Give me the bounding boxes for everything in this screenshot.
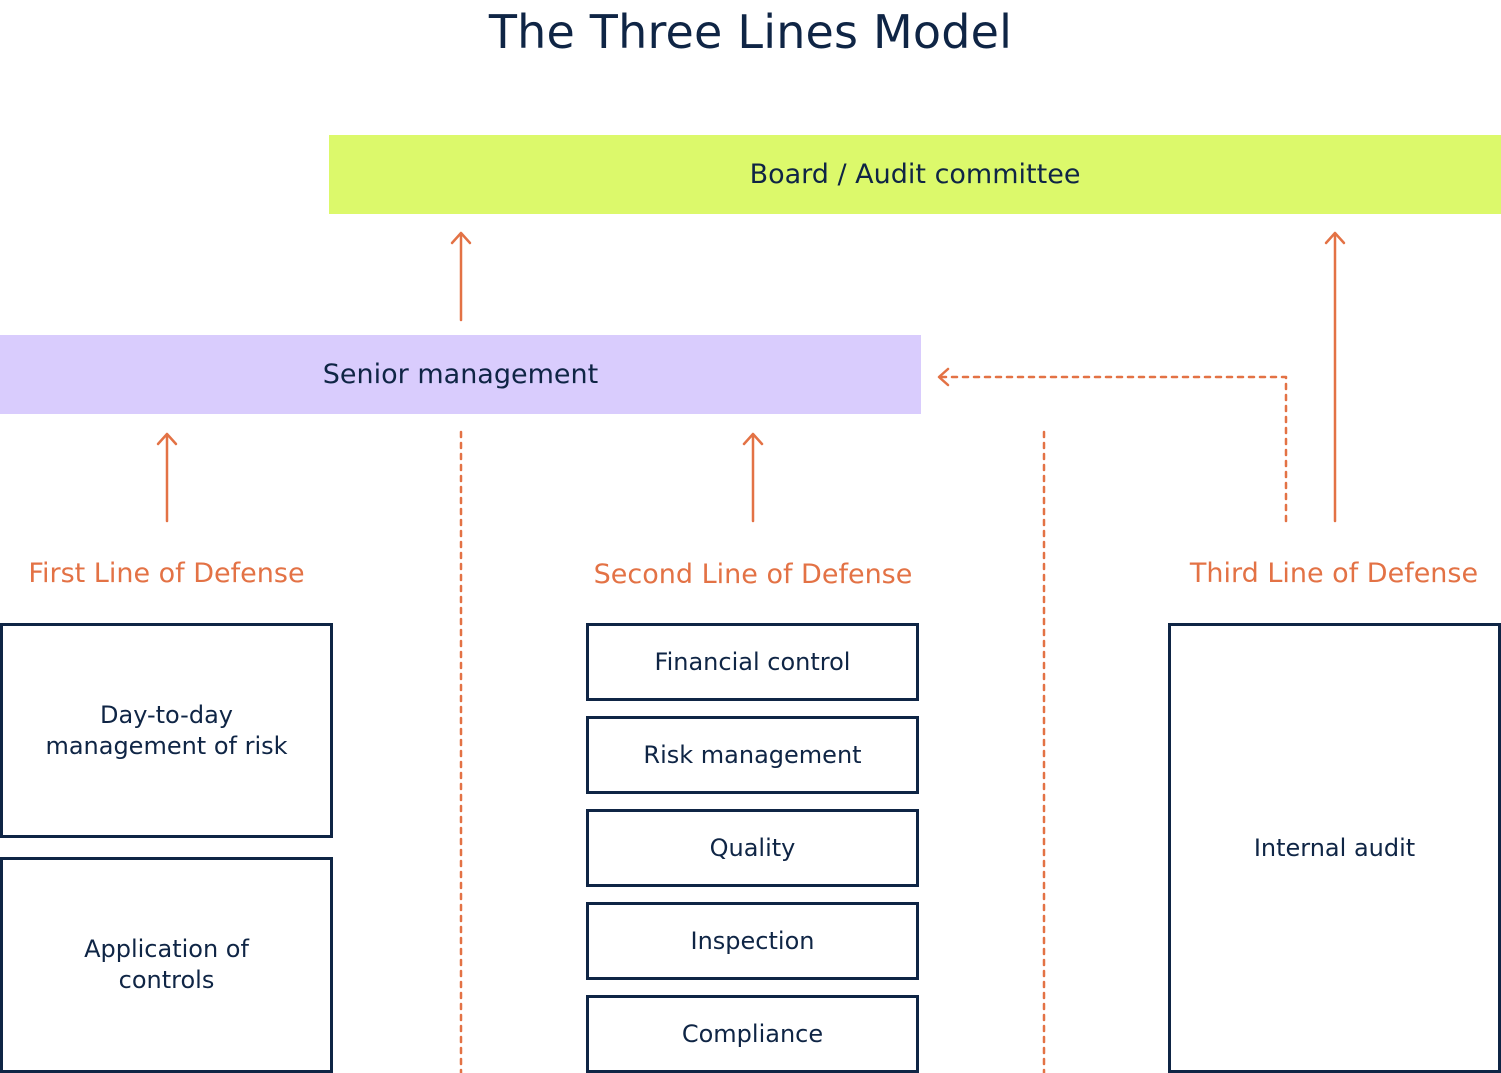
second-line-item-label: Quality xyxy=(709,833,796,862)
arrow-third-line-to-board xyxy=(1324,231,1346,523)
arrow-first-line-to-senior xyxy=(156,432,178,523)
second-line-box-risk-management: Risk management xyxy=(586,716,919,794)
third-line-label: Third Line of Defense xyxy=(1189,558,1479,589)
third-line-item-label: Internal audit xyxy=(1253,833,1416,862)
second-line-item-label: Financial control xyxy=(654,647,851,676)
second-line-box-quality: Quality xyxy=(586,809,919,887)
senior-management-bar: Senior management xyxy=(0,335,921,414)
second-line-box-inspection: Inspection xyxy=(586,902,919,980)
second-line-item-label: Compliance xyxy=(681,1019,824,1048)
second-line-item-label: Risk management xyxy=(643,740,862,769)
second-line-box-compliance: Compliance xyxy=(586,995,919,1073)
first-line-item-label: Application of controls xyxy=(84,935,249,994)
first-line-item-label: Day-to-day management of risk xyxy=(45,700,288,760)
second-line-label: Second Line of Defense xyxy=(593,559,913,590)
third-line-box-internal-audit: Internal audit xyxy=(1168,623,1501,1073)
arrow-second-line-to-senior xyxy=(742,432,764,523)
page-title: The Three Lines Model xyxy=(488,5,1013,59)
second-line-item-label: Inspection xyxy=(690,926,815,955)
board-audit-committee-bar: Board / Audit committee xyxy=(329,135,1501,214)
second-line-box-financial-control: Financial control xyxy=(586,623,919,701)
senior-management-label: Senior management xyxy=(322,359,599,390)
dotted-arrow-third-line-to-senior xyxy=(938,375,1288,523)
arrow-senior-to-board xyxy=(450,231,472,322)
board-audit-committee-label: Board / Audit committee xyxy=(749,159,1081,190)
dotted-arrowhead xyxy=(937,367,950,387)
first-line-box-application: Application of controls xyxy=(0,857,333,1073)
first-line-box-day-to-day: Day-to-day management of risk xyxy=(0,623,333,838)
first-line-label: First Line of Defense xyxy=(28,558,305,589)
